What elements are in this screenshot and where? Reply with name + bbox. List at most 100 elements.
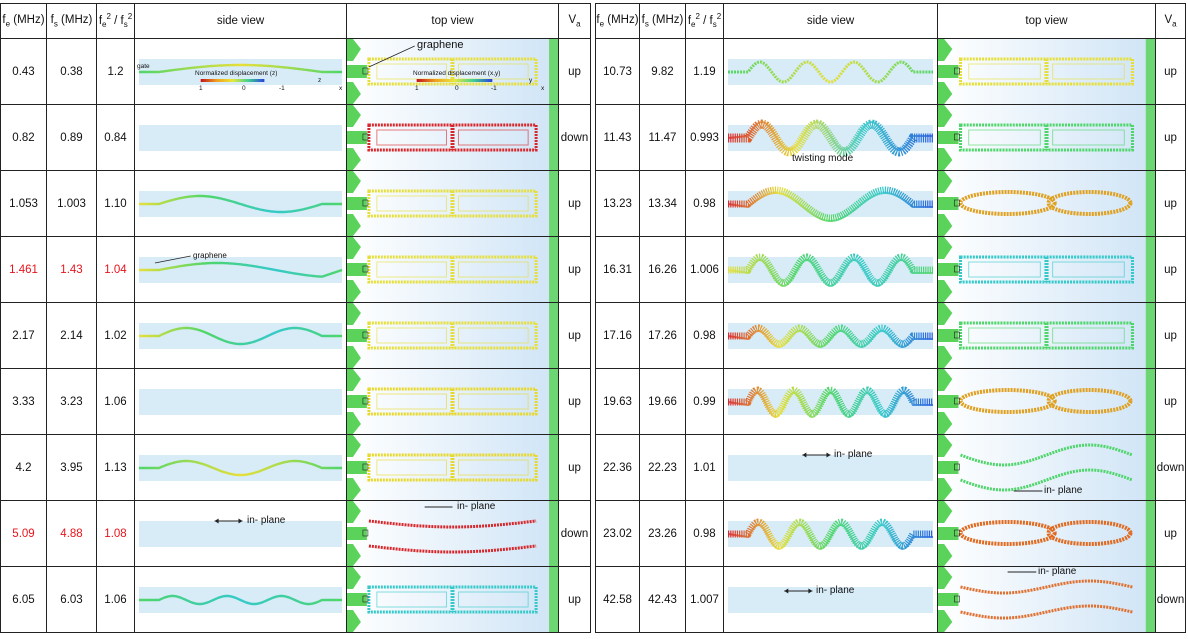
cell-side-view: in- plane bbox=[134, 500, 347, 567]
right-electrode bbox=[1145, 501, 1155, 566]
side-view-svg bbox=[138, 255, 343, 283]
side-view-svg bbox=[727, 386, 933, 419]
cell-side-view bbox=[134, 302, 347, 369]
top-view-image bbox=[347, 237, 558, 302]
cell-side-view bbox=[723, 170, 938, 237]
truss-frame bbox=[958, 57, 1135, 86]
colorbar-z-tick: 1 bbox=[199, 85, 203, 92]
side-view-svg bbox=[727, 253, 933, 288]
cell-fe: 0.43 bbox=[0, 38, 47, 105]
left-electrode bbox=[347, 567, 361, 632]
cell-va: down bbox=[558, 104, 591, 171]
top-view-image bbox=[938, 237, 1155, 302]
side-view-image: graphene bbox=[136, 238, 346, 302]
cell-fs: 3.23 bbox=[46, 368, 97, 435]
graphene-marker bbox=[362, 133, 369, 141]
top-view-image bbox=[347, 171, 558, 236]
cell-top-view bbox=[346, 434, 559, 501]
cell-ratio: 1.13 bbox=[96, 434, 135, 501]
top-view-image bbox=[938, 369, 1155, 434]
top-view-svg bbox=[938, 369, 1155, 434]
beam-line bbox=[138, 194, 343, 214]
top-view-svg bbox=[938, 39, 1155, 104]
top-view-svg bbox=[938, 435, 1155, 500]
graphene-pointer bbox=[154, 255, 191, 264]
left-electrode bbox=[347, 435, 361, 500]
cell-ratio: 0.98 bbox=[685, 170, 724, 237]
beam-edge bbox=[727, 258, 933, 288]
cell-fe: 17.16 bbox=[595, 302, 640, 369]
in-plane-top-label: in- plane bbox=[1038, 566, 1077, 578]
right-electrode bbox=[549, 501, 558, 566]
header-ratio: fe2 / fs2 bbox=[685, 3, 724, 39]
graphene-marker bbox=[954, 199, 960, 207]
left-pad bbox=[938, 395, 959, 408]
top-view-svg bbox=[938, 501, 1155, 566]
beam-edge bbox=[727, 120, 933, 152]
cell-side-view bbox=[723, 38, 938, 105]
cell-ratio: 1.007 bbox=[685, 566, 724, 633]
cell-side-view: twisting mode bbox=[723, 104, 938, 171]
truss-frame bbox=[367, 189, 538, 218]
side-view-image bbox=[136, 370, 346, 434]
top-view-svg bbox=[938, 303, 1155, 368]
cell-va: up bbox=[1155, 236, 1186, 303]
side-view-image bbox=[725, 304, 937, 368]
top-view-svg bbox=[938, 105, 1155, 170]
graphene-marker bbox=[954, 331, 960, 339]
side-view-svg bbox=[727, 518, 933, 550]
left-electrode bbox=[347, 105, 361, 170]
colorbar-xy-title: Normalized displacement (x,y) bbox=[413, 70, 501, 77]
cell-top-view: in- plane bbox=[937, 566, 1156, 633]
beam-ribbon bbox=[728, 324, 933, 348]
right-electrode bbox=[549, 171, 558, 236]
side-view-image bbox=[725, 238, 937, 302]
side-view-svg bbox=[727, 186, 933, 222]
top-view-image bbox=[938, 171, 1155, 236]
cell-fs: 23.26 bbox=[639, 500, 686, 567]
top-view-image: in- plane bbox=[938, 567, 1155, 632]
header-fe: fe (MHz) bbox=[0, 3, 47, 39]
graphene-marker bbox=[954, 595, 960, 603]
cell-top-view bbox=[346, 236, 559, 303]
in-plane-label: in- plane bbox=[247, 515, 286, 526]
top-view-image bbox=[347, 105, 558, 170]
header-top-view: top view bbox=[346, 3, 559, 39]
side-view-image bbox=[136, 304, 346, 368]
left-pad bbox=[938, 593, 959, 606]
cell-ratio: 0.98 bbox=[685, 302, 724, 369]
graphene-marker bbox=[954, 463, 960, 471]
left-pad bbox=[938, 329, 959, 342]
cell-top-view bbox=[346, 566, 559, 633]
left-electrode bbox=[938, 567, 953, 632]
side-view-image bbox=[725, 502, 937, 566]
top-view-image bbox=[347, 435, 558, 500]
cell-fe: 0.82 bbox=[0, 104, 47, 171]
truss-frame bbox=[958, 190, 1133, 216]
cell-side-view bbox=[134, 434, 347, 501]
cell-top-view: in- plane bbox=[937, 434, 1156, 501]
cell-side-view: graphene bbox=[134, 236, 347, 303]
side-view-svg bbox=[727, 323, 933, 349]
top-view-svg bbox=[938, 567, 1155, 632]
beam-line bbox=[138, 594, 343, 606]
right-electrode bbox=[1145, 369, 1155, 434]
top-view-svg bbox=[347, 501, 558, 566]
top-view-svg bbox=[347, 435, 558, 500]
colorbar-z-title: Normalized displacement (z) bbox=[195, 70, 278, 77]
top-view-image bbox=[938, 105, 1155, 170]
left-electrode bbox=[347, 303, 361, 368]
cell-ratio: 1.08 bbox=[96, 500, 135, 567]
top-view-svg bbox=[938, 237, 1155, 302]
side-view-svg bbox=[138, 191, 343, 217]
